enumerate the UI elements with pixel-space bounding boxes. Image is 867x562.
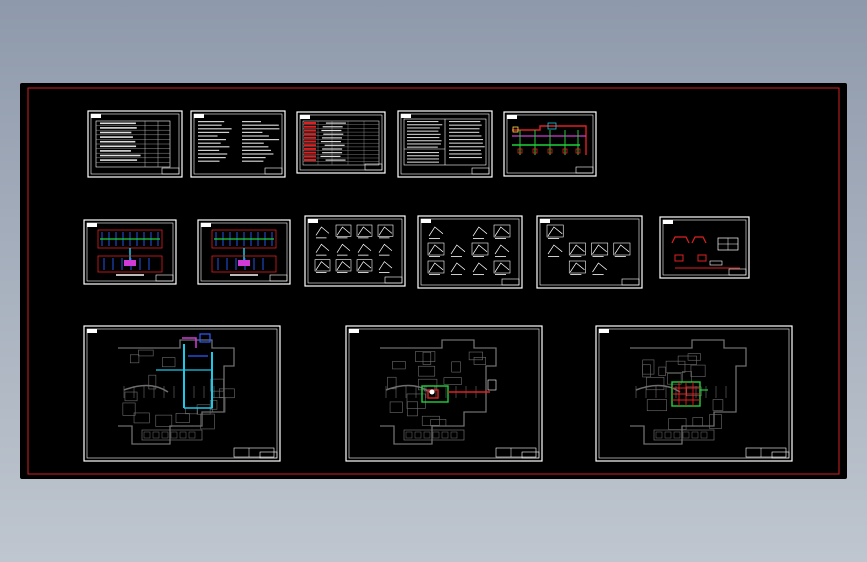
sheet-floor-plan-c[interactable] <box>595 325 793 462</box>
sheet-index[interactable] <box>87 110 183 178</box>
sheet-system-diagram[interactable] <box>503 111 597 177</box>
model-frame <box>27 87 840 475</box>
sheet-details-b[interactable] <box>417 215 523 289</box>
sheet-riser-a[interactable] <box>83 219 177 285</box>
cad-model-space[interactable] <box>20 83 847 479</box>
sheet-riser-b[interactable] <box>197 219 291 285</box>
sheet-schematic[interactable] <box>659 216 750 279</box>
sheet-specification[interactable] <box>397 110 493 178</box>
sheet-floor-plan-b[interactable] <box>345 325 543 462</box>
sheet-equipment-table[interactable] <box>296 111 386 174</box>
sheet-details-c[interactable] <box>536 215 643 289</box>
drawing-canvas[interactable] <box>20 83 847 479</box>
sheet-floor-plan-a[interactable] <box>83 325 281 462</box>
sheet-details-a[interactable] <box>304 215 406 287</box>
sheet-design-notes[interactable] <box>190 110 286 178</box>
